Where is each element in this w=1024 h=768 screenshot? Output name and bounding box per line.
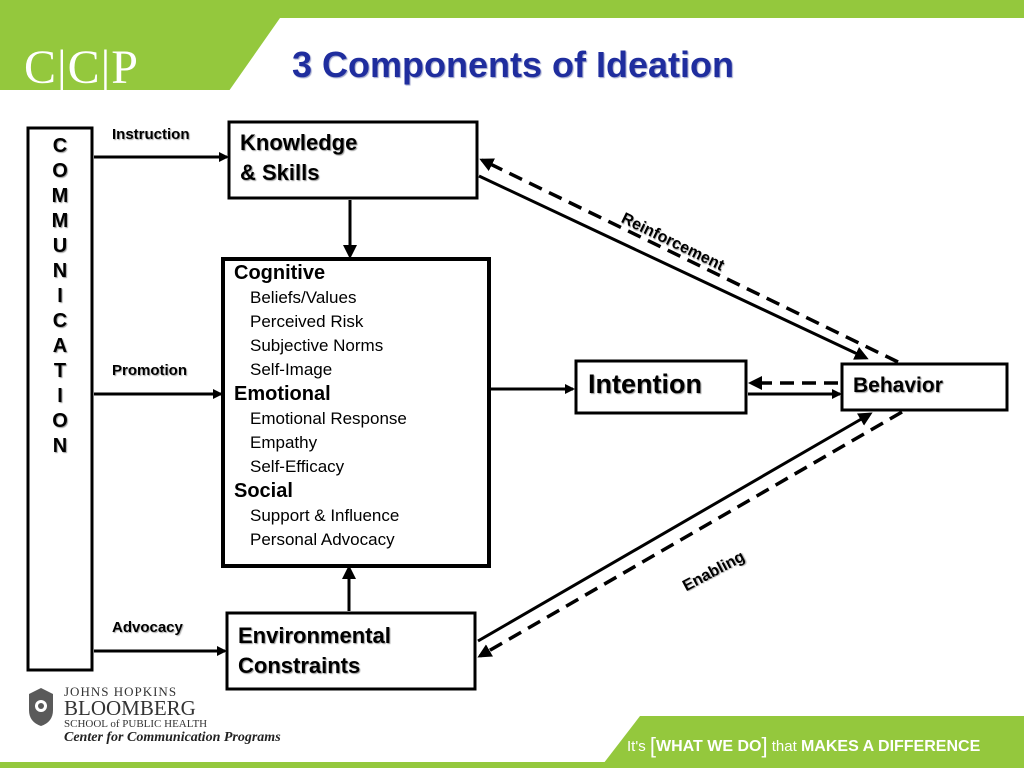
- jhu-line3: SCHOOL of PUBLIC HEALTH: [64, 718, 208, 730]
- environment-to-behavior-arrow: [477, 412, 873, 643]
- cognitive-item: Beliefs/Values: [250, 288, 357, 307]
- emotional-item: Self-Efficacy: [250, 457, 345, 476]
- communication-letter: O: [52, 410, 68, 432]
- behavior-label: Behavior: [853, 374, 943, 397]
- bracket-left: [: [649, 733, 656, 758]
- knowledge-line1: Knowledge: [240, 130, 358, 155]
- environmental-line1: Environmental: [238, 623, 391, 648]
- intention-box: [574, 359, 748, 415]
- enabling-dashed-arrow: [477, 410, 903, 658]
- emotional-heading: Emotional: [234, 383, 331, 405]
- social-heading: Social: [234, 480, 293, 502]
- communication-letter: N: [52, 260, 68, 282]
- communication-letter: N: [52, 435, 68, 457]
- knowledge-line2: & Skills: [240, 160, 320, 185]
- jhu-bloomberg-logo: JOHNS HOPKINS BLOOMBERG SCHOOL of PUBLIC…: [26, 682, 296, 748]
- communication-letter: C: [52, 310, 68, 332]
- ccp-logo-block: C|C|P: [0, 18, 280, 90]
- social-item: Personal Advocacy: [250, 530, 395, 549]
- ccp-name: Center for Communication Programs: [64, 730, 281, 745]
- communication-letter: C: [52, 135, 68, 157]
- communication-letter: I: [57, 385, 63, 407]
- environmental-line2: Constraints: [238, 653, 361, 678]
- cognitive-item: Perceived Risk: [250, 312, 364, 331]
- emotional-item: Emotional Response: [250, 409, 407, 428]
- cognitive-item: Self-Image: [250, 360, 333, 379]
- bracket-right: ]: [761, 733, 768, 758]
- ideation-factors-list: Cognitive Beliefs/Values Perceived Risk …: [234, 261, 407, 552]
- communication-letter: U: [52, 235, 68, 257]
- tagline: It's [WHAT WE DO] that MAKES A DIFFERENC…: [627, 733, 980, 759]
- promotion-label: Promotion: [112, 362, 187, 379]
- communication-letter: M: [51, 210, 69, 232]
- reinforcement-dashed-arrow: [479, 158, 899, 364]
- tagline-that: that: [771, 738, 797, 755]
- social-item: Support & Influence: [250, 506, 400, 525]
- cognitive-heading: Cognitive: [234, 262, 326, 284]
- jhu-seal-icon: [29, 688, 53, 726]
- knowledge-skills-box: [227, 120, 479, 200]
- environmental-constraints-text: Environmental Constraints: [238, 621, 391, 681]
- communication-letter: A: [52, 335, 68, 357]
- knowledge-to-behavior-arrow: [478, 174, 869, 360]
- intention-label: Intention: [588, 369, 702, 399]
- bottom-green-strip: [0, 762, 1024, 768]
- communication-letter: O: [52, 160, 68, 182]
- communication-letter: I: [57, 285, 63, 307]
- tagline-what: WHAT WE DO: [656, 738, 762, 755]
- instruction-label: Instruction: [112, 126, 190, 143]
- tagline-its: It's: [627, 738, 646, 755]
- ideation-factors-box: [221, 257, 491, 568]
- communication-letter: T: [53, 360, 67, 382]
- jhu-line2: BLOOMBERG: [64, 696, 196, 720]
- communication-box: [26, 126, 94, 672]
- slide-title: 3 Components of Ideation: [292, 44, 735, 85]
- top-green-bar: [0, 0, 1024, 18]
- emotional-item: Empathy: [250, 433, 318, 452]
- communication-letter: M: [51, 185, 69, 207]
- tagline-makes: MAKES A DIFFERENCE: [800, 738, 981, 755]
- environmental-constraints-box: [225, 611, 477, 691]
- advocacy-label: Advocacy: [112, 619, 183, 636]
- footer-green-band: [600, 716, 1024, 768]
- jhu-line1: JOHNS HOPKINS: [64, 684, 178, 699]
- knowledge-skills-text: Knowledge & Skills: [240, 128, 357, 188]
- behavior-box: [840, 362, 1009, 412]
- cognitive-item: Subjective Norms: [250, 336, 384, 355]
- ccp-logo-text: C|C|P: [24, 41, 139, 94]
